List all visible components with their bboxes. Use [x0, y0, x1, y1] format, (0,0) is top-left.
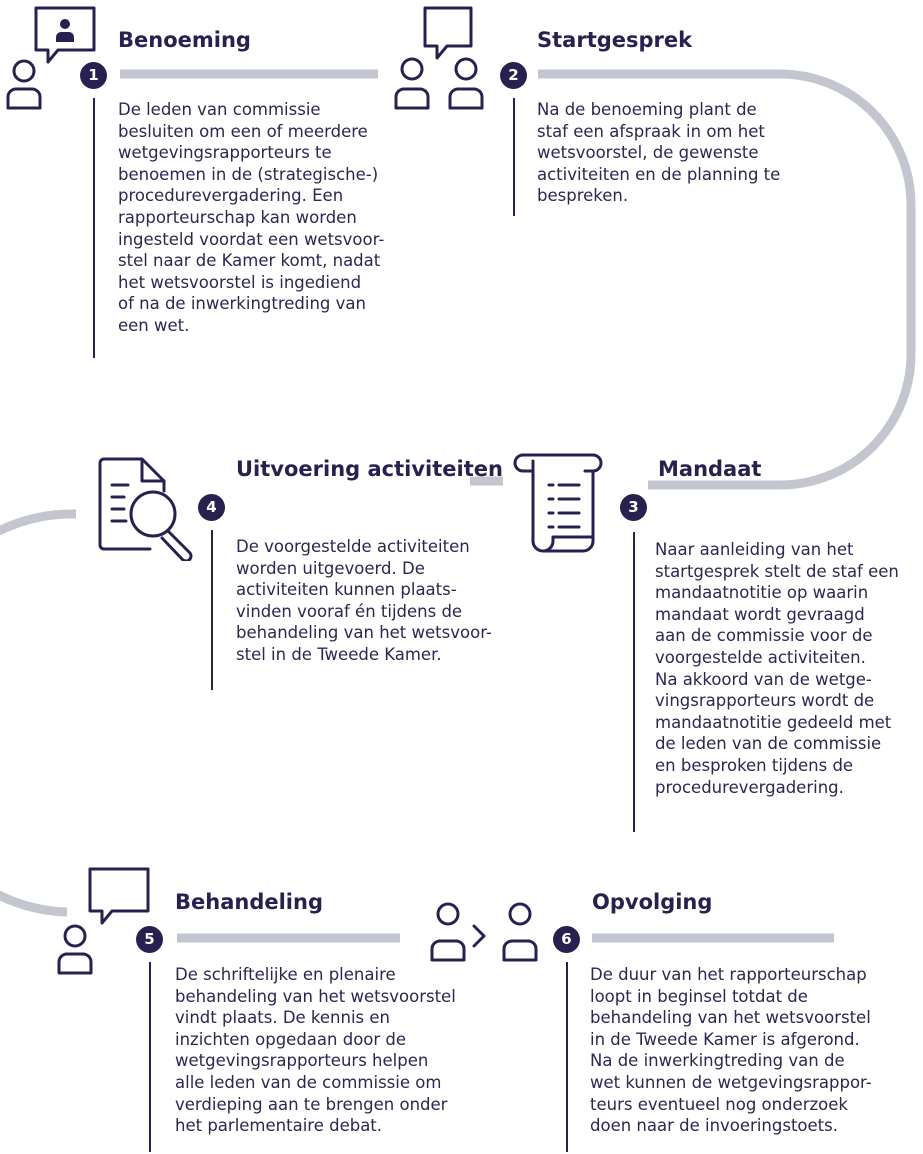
step-4-description: De voorgestelde activiteiten worden uitg… — [236, 537, 492, 664]
step-5-number-badge: 5 — [136, 926, 163, 953]
step-4-divider — [211, 530, 213, 690]
person-speech-bubble-icon — [6, 6, 96, 110]
step-2-number-badge: 2 — [500, 62, 527, 89]
step-3-divider — [633, 532, 635, 832]
scroll-document-icon — [513, 453, 603, 553]
step-3-description: Naar aanleiding van het startgesprek ste… — [655, 540, 899, 797]
step-6-title: Opvolging — [592, 890, 713, 914]
person-speech-bubble-icon — [57, 867, 150, 975]
step-2-description: Na de benoeming plant de staf een afspra… — [537, 100, 781, 206]
step-2-title: Startgesprek — [537, 28, 693, 52]
step-6-number-badge: 6 — [553, 926, 580, 953]
step-1-number-badge: 1 — [80, 62, 107, 89]
person-handover-icon — [430, 902, 538, 962]
step-1-title: Benoeming — [118, 28, 251, 52]
step-6-divider — [566, 962, 568, 1152]
step-1-description: De leden van commissie besluiten om een … — [118, 100, 385, 335]
document-magnifier-icon — [98, 457, 193, 561]
two-people-speech-bubble-icon — [394, 6, 484, 110]
step-5-description: De schriftelijke en plenaire behandeling… — [175, 965, 456, 1136]
step-5-divider — [149, 962, 151, 1152]
step-3-number-badge: 3 — [620, 494, 647, 521]
step-6-description: De duur van het rapporteurschap loopt in… — [590, 965, 872, 1136]
step-3-title: Mandaat — [658, 457, 762, 481]
step-2-divider — [513, 98, 515, 216]
step-5-title: Behandeling — [175, 890, 323, 914]
step-1-divider — [93, 98, 95, 358]
step-4-title: Uitvoering activiteiten — [236, 457, 503, 481]
connector-2-3 — [538, 69, 916, 490]
connector-4-5 — [0, 509, 77, 917]
step-4-number-badge: 4 — [198, 494, 225, 521]
